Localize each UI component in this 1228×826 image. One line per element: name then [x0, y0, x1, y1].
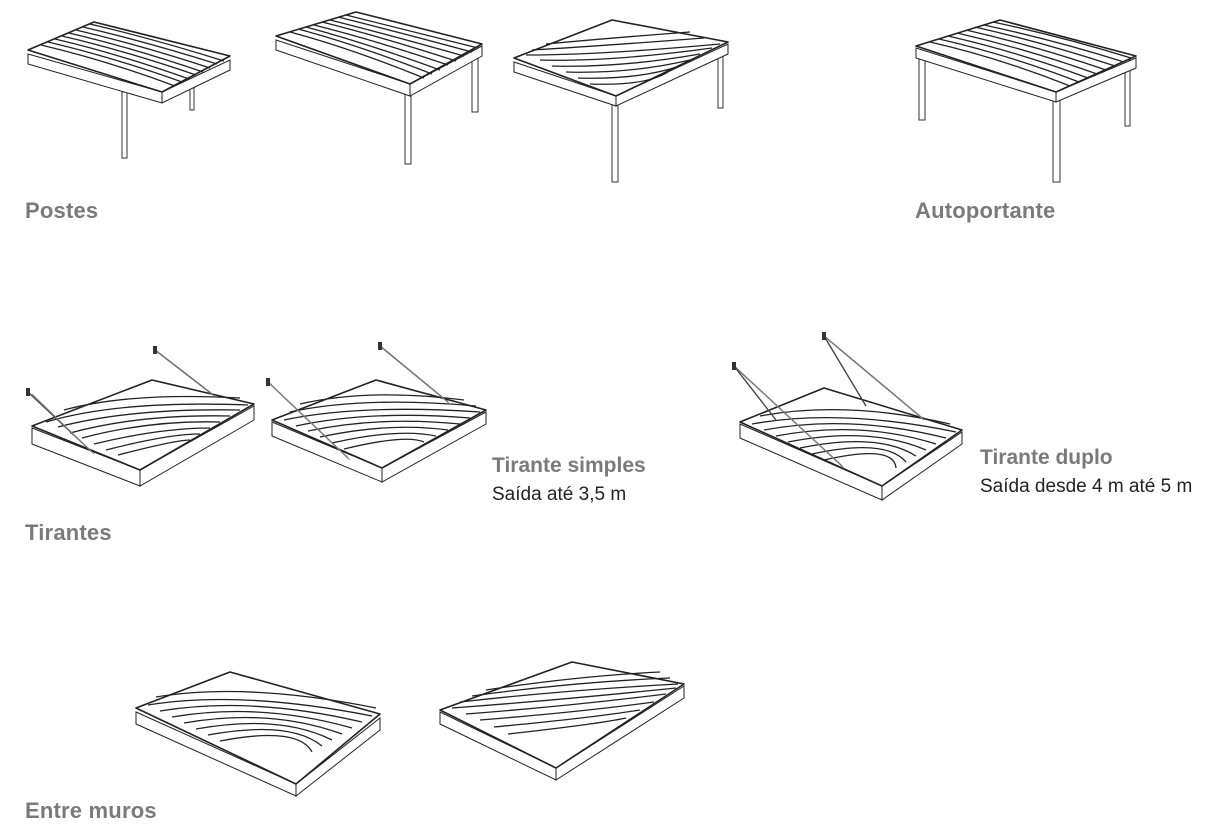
- pergola-tirante-duplo: [732, 332, 963, 501]
- title-tirante-simples: Tirante simples: [492, 454, 646, 477]
- pergola-postes-2: [275, 11, 483, 165]
- pergola-tirantes-2: [266, 342, 487, 483]
- title-tirante-duplo: Tirante duplo: [980, 446, 1113, 469]
- text-tirante-duplo: Saída desde 4 m até 5 m: [980, 476, 1193, 497]
- pergola-postes-3: [513, 19, 729, 183]
- pergola-postes-1: [27, 21, 231, 159]
- pergola-autoportante: [915, 19, 1137, 183]
- label-postes: Postes: [25, 198, 99, 223]
- text-tirante-simples: Saída até 3,5 m: [492, 484, 627, 505]
- pergola-entre-muros-1: [135, 671, 381, 798]
- label-autoportante: Autoportante: [915, 198, 1056, 223]
- pergola-entre-muros-2: [439, 661, 685, 781]
- label-tirantes: Tirantes: [25, 520, 112, 545]
- pergola-tirantes-1: [26, 346, 255, 487]
- label-entre-muros: Entre muros: [25, 798, 157, 823]
